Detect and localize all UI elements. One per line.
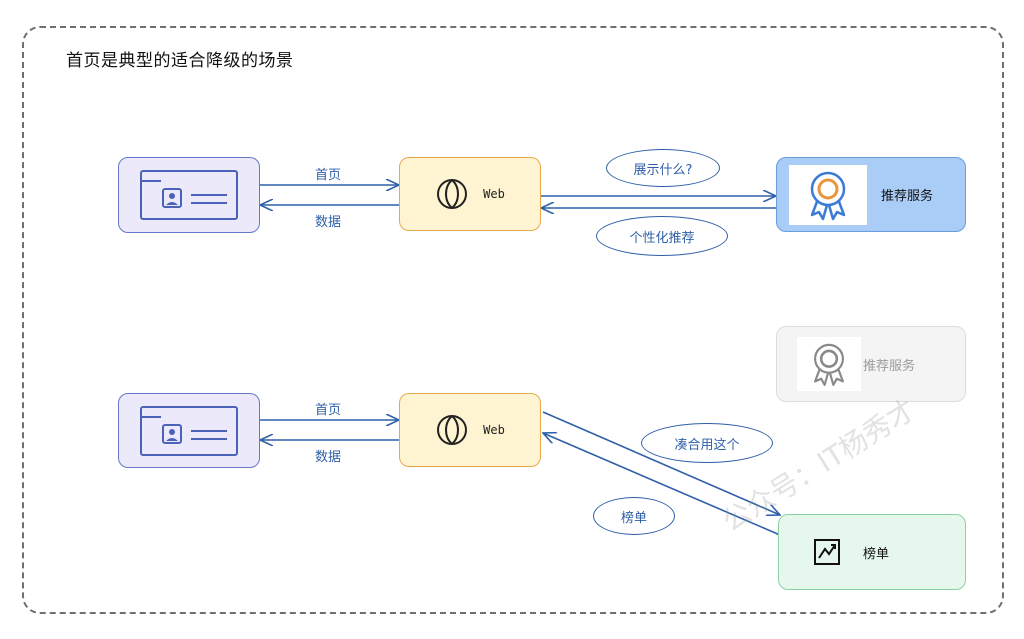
web-label-bottom: Web bbox=[483, 423, 505, 437]
label-data-top: 数据 bbox=[315, 215, 342, 230]
rank-box: 榜单 bbox=[778, 514, 966, 590]
client-box-bottom bbox=[118, 393, 260, 468]
rank-label: 榜单 bbox=[863, 546, 890, 562]
award-icon-dim-bg bbox=[797, 337, 861, 391]
arrow-web-to-rank bbox=[542, 411, 780, 515]
award-icon-dim bbox=[814, 343, 844, 386]
label-homepage-bottom: 首页 bbox=[315, 403, 342, 418]
recommend-service-label: 推荐服务 bbox=[881, 189, 934, 204]
award-icon bbox=[810, 171, 846, 220]
diagram-frame bbox=[22, 26, 1004, 614]
browser-card-icon bbox=[140, 170, 238, 220]
label-homepage-top: 首页 bbox=[315, 168, 342, 183]
client-box-top bbox=[118, 157, 260, 233]
globe-icon bbox=[437, 415, 468, 445]
web-box-bottom: Web bbox=[399, 393, 541, 467]
bubble-make-do: 凑合用这个 bbox=[641, 423, 773, 463]
label-data-bottom: 数据 bbox=[315, 450, 342, 465]
chart-icon bbox=[814, 539, 840, 565]
bubble-rank: 榜单 bbox=[593, 497, 675, 535]
recommend-service-label-degraded: 推荐服务 bbox=[863, 358, 916, 374]
browser-card-icon bbox=[140, 405, 238, 456]
award-icon-bg bbox=[789, 164, 867, 225]
recommend-service-box: 推荐服务 bbox=[776, 157, 966, 232]
bubble-answer: 个性化推荐 bbox=[596, 216, 728, 256]
diagram-title: 首页是典型的适合降级的场景 bbox=[66, 51, 294, 71]
globe-icon bbox=[437, 179, 468, 209]
recommend-service-box-degraded: 推荐服务 bbox=[776, 326, 966, 402]
bubble-ask: 展示什么? bbox=[606, 149, 720, 187]
web-label-top: Web bbox=[483, 187, 505, 201]
arrow-rank-to-web bbox=[543, 433, 781, 536]
web-box-top: Web bbox=[399, 157, 541, 231]
